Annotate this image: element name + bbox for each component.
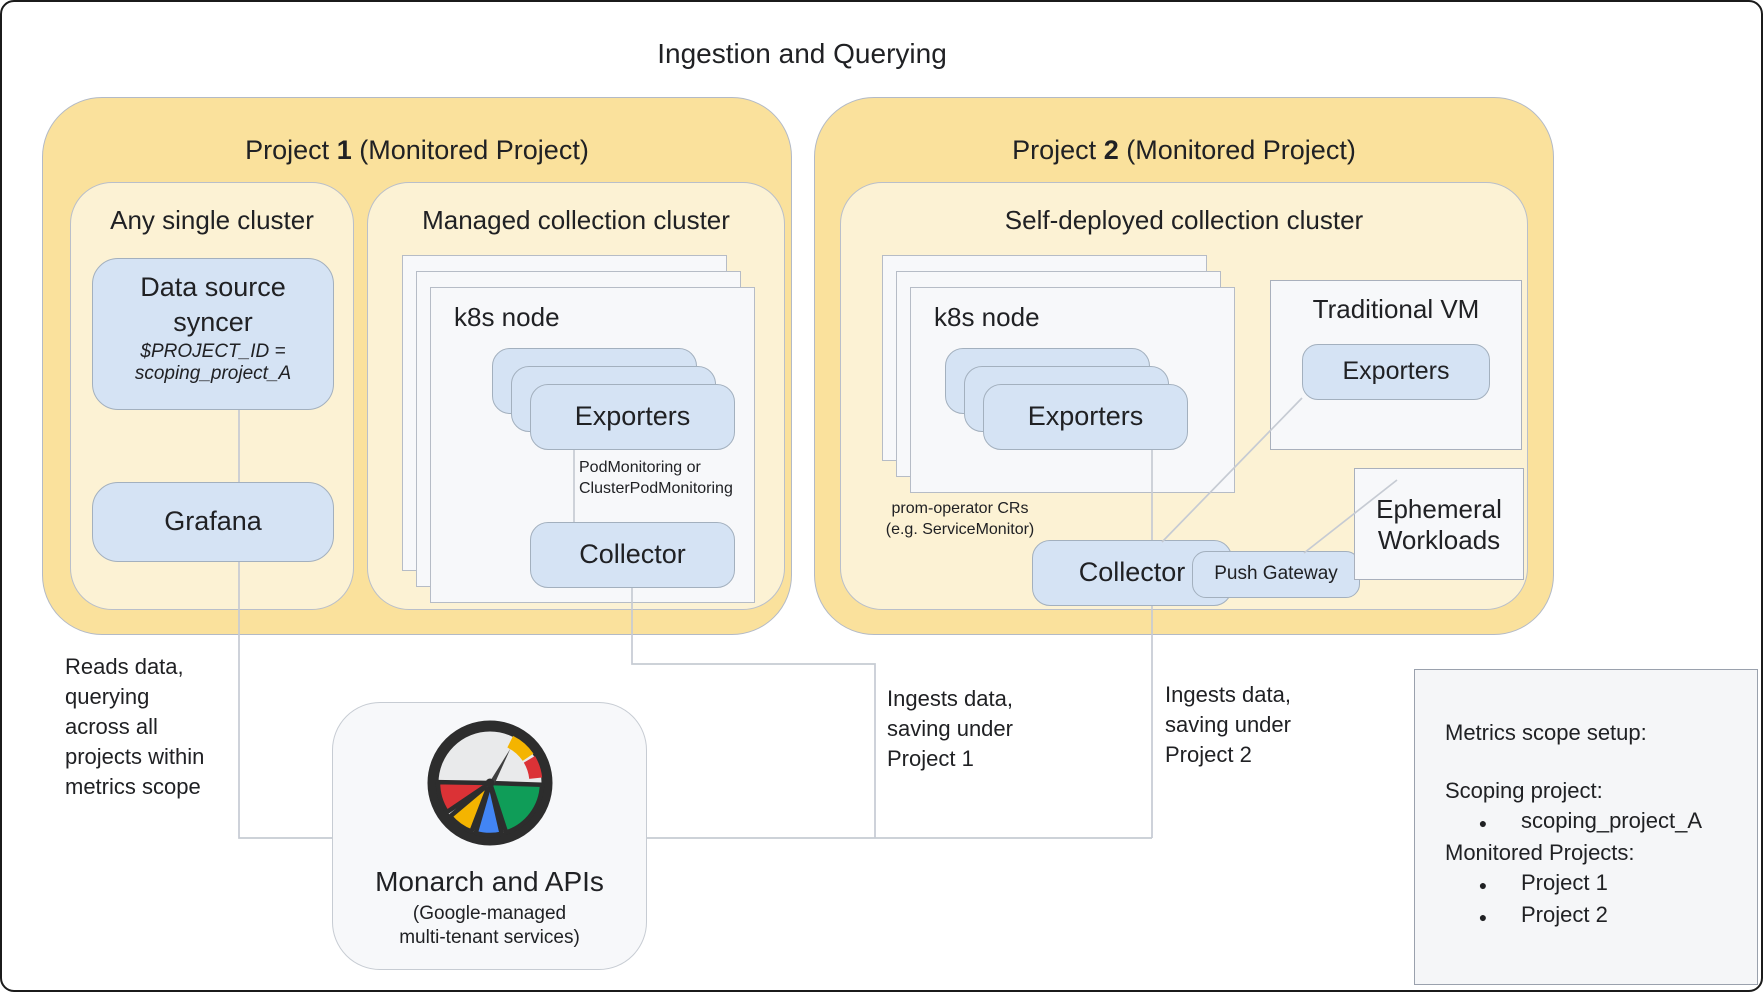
collector-box-p1: Collector	[530, 522, 735, 588]
project2-title-suffix: (Monitored Project)	[1118, 135, 1356, 165]
reads-line-3: across all	[65, 714, 158, 739]
collector-label-p2: Collector	[1078, 557, 1186, 587]
ephemeral-workloads-line2: Workloads	[1377, 525, 1501, 555]
data-source-syncer-label-1: Data source	[140, 272, 286, 302]
monarch-subtitle-1: (Google-managed	[412, 903, 567, 924]
grafana-box: Grafana	[92, 482, 334, 562]
exporters-box-front-p2: Exporters	[983, 384, 1188, 450]
exporters-label-p1: Exporters	[574, 401, 691, 431]
traditional-vm-title: Traditional VM	[1312, 294, 1480, 324]
data-source-syncer-box: Data source syncer $PROJECT_ID = scoping…	[92, 258, 334, 410]
grafana-label: Grafana	[164, 506, 262, 536]
bullet-icon: ●	[1478, 909, 1488, 925]
ingest1-line-2: saving under	[887, 716, 1013, 741]
monarch-title: Monarch and APIs	[375, 866, 604, 897]
push-gateway-box: Push Gateway	[1192, 551, 1360, 598]
bullet-icon: ●	[1478, 815, 1488, 831]
ingest2-line-1: Ingests data,	[1165, 682, 1291, 707]
monarch-subtitle-2: multi-tenant services)	[399, 927, 580, 948]
metrics-scope-spacer	[1445, 748, 1757, 776]
ingest1-line-1: Ingests data,	[887, 686, 1013, 711]
scoping-project-item: ● scoping_project_A	[1445, 806, 1757, 838]
metrics-scope-title: Metrics scope setup:	[1445, 720, 1647, 745]
monitored-project-item-1: ● Project 1	[1445, 868, 1757, 900]
podmonitoring-note: PodMonitoring or ClusterPodMonitoring	[579, 457, 733, 499]
reads-line-4: projects within	[65, 744, 205, 769]
ingest-project1-annotation: Ingests data, saving under Project 1	[887, 684, 1013, 774]
k8s-node-label-p1: k8s node	[454, 302, 560, 332]
ingest2-line-3: Project 2	[1165, 742, 1252, 767]
ephemeral-workloads-box: Ephemeral Workloads	[1354, 468, 1524, 580]
exporters-label-vm: Exporters	[1342, 357, 1450, 385]
any-single-cluster-title: Any single cluster	[110, 205, 314, 235]
k8s-node-label-p2: k8s node	[934, 302, 1040, 332]
ephemeral-workloads-line1: Ephemeral	[1376, 494, 1502, 524]
project1-title: Project 1 (Monitored Project)	[42, 135, 792, 166]
collector-label-p1: Collector	[579, 539, 686, 569]
scoping-project-label: Scoping project:	[1445, 778, 1603, 803]
project1-title-number: 1	[336, 135, 352, 165]
ingest2-line-2: saving under	[1165, 712, 1291, 737]
monitored-projects-label: Monitored Projects:	[1445, 840, 1635, 865]
exporters-box-front-p1: Exporters	[530, 384, 735, 450]
scoping-project-value: scoping_project_A	[1521, 808, 1703, 833]
exporters-box-vm: Exporters	[1302, 344, 1490, 400]
project2-title: Project 2 (Monitored Project)	[814, 135, 1554, 166]
podmonitoring-note-line2: ClusterPodMonitoring	[579, 480, 733, 497]
ingest1-line-3: Project 1	[887, 746, 974, 771]
monarch-gauge-icon	[427, 720, 552, 846]
ingest-project2-annotation: Ingests data, saving under Project 2	[1165, 680, 1291, 770]
monitored-project-value-2: Project 2	[1521, 902, 1608, 927]
syncer-project-id-note-2: scoping_project_A	[134, 363, 292, 384]
project1-title-prefix: Project	[245, 135, 337, 165]
reads-line-2: querying	[65, 684, 150, 709]
monitored-project-value-1: Project 1	[1521, 870, 1608, 895]
project2-title-number: 2	[1103, 135, 1119, 165]
exporters-label-p2: Exporters	[1027, 401, 1144, 431]
data-source-syncer-label-2: syncer	[173, 307, 253, 337]
bullet-icon: ●	[1478, 877, 1488, 893]
project1-title-suffix: (Monitored Project)	[351, 135, 589, 165]
reads-line-1: Reads data,	[65, 654, 184, 679]
prom-operator-note: prom-operator CRs (e.g. ServiceMonitor)	[870, 498, 1050, 540]
monitored-project-item-2: ● Project 2	[1445, 900, 1757, 932]
self-deployed-cluster-title: Self-deployed collection cluster	[1004, 205, 1364, 235]
diagram-title: Ingestion and Querying	[657, 38, 947, 69]
project2-title-prefix: Project	[1012, 135, 1104, 165]
metrics-scope-panel: Metrics scope setup: Scoping project: ● …	[1414, 669, 1758, 985]
prom-operator-note-line1: prom-operator CRs	[891, 500, 1029, 517]
prom-operator-note-line2: (e.g. ServiceMonitor)	[885, 521, 1035, 538]
push-gateway-label: Push Gateway	[1214, 563, 1338, 584]
syncer-project-id-note-1: $PROJECT_ID =	[140, 341, 286, 362]
managed-cluster-title: Managed collection cluster	[422, 205, 730, 235]
reads-line-5: metrics scope	[65, 774, 201, 799]
monarch-box: Monarch and APIs (Google-managed multi-t…	[332, 702, 647, 970]
reads-data-annotation: Reads data, querying across all projects…	[65, 652, 204, 802]
podmonitoring-note-line1: PodMonitoring or	[579, 459, 701, 476]
collector-box-p2: Collector	[1032, 540, 1232, 606]
